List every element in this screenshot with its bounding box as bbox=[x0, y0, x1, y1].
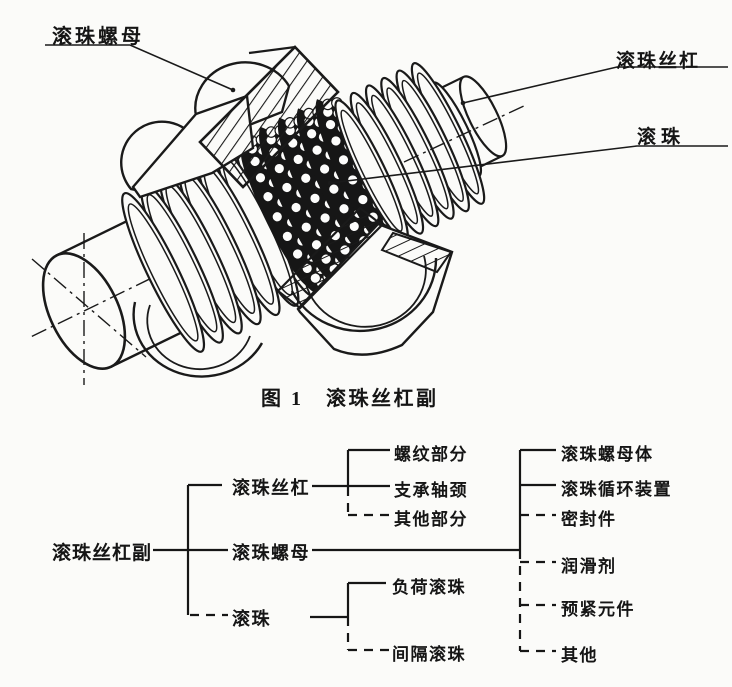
tree-item-other-part: 其他部分 bbox=[394, 510, 468, 529]
hatched-section-bottom-right bbox=[380, 231, 453, 274]
left-flange-bottom-inner-arc bbox=[146, 304, 251, 371]
bottom-flange-outer-arc bbox=[290, 257, 438, 333]
leader-lines bbox=[45, 44, 728, 186]
figure-caption: 图 1 滚珠丝杠副 bbox=[261, 388, 439, 410]
tree-root-label: 滚珠丝杠副 bbox=[52, 543, 153, 564]
thread-rings-right bbox=[334, 62, 486, 243]
axis-centerline-right bbox=[403, 103, 529, 163]
hatched-section-bottom bbox=[276, 206, 384, 310]
tree-item-ball: 滚珠 bbox=[232, 609, 271, 629]
leader-ball-screw bbox=[462, 66, 728, 104]
callout-ball: 滚珠 bbox=[637, 127, 686, 148]
diagonal-centerline bbox=[31, 258, 147, 358]
tree-item-load-ball: 负荷滚珠 bbox=[392, 578, 466, 597]
bottom-flange-inner-arc bbox=[305, 255, 427, 328]
tree-item-circulation-device: 滚珠循环装置 bbox=[561, 480, 672, 499]
leader-ball-nut bbox=[45, 44, 234, 91]
tree-item-preload-element: 预紧元件 bbox=[561, 600, 635, 619]
nut-top-edge bbox=[248, 45, 339, 93]
axis-centerline-left bbox=[31, 244, 220, 338]
tree-item-spacer-ball: 间隔滚珠 bbox=[392, 645, 466, 664]
callout-ball-nut: 滚珠螺母 bbox=[52, 26, 144, 48]
tree-item-support-journal: 支承轴颈 bbox=[394, 481, 468, 500]
tree-item-ball-screw: 滚珠丝杠 bbox=[232, 478, 310, 498]
tree-lines bbox=[153, 448, 556, 653]
tree-item-nut-body: 滚珠螺母体 bbox=[561, 445, 654, 464]
nut-body bbox=[120, 45, 454, 378]
tree-item-lubricant: 润滑剂 bbox=[561, 557, 617, 576]
tree-item-thread-part: 螺纹部分 bbox=[394, 445, 468, 464]
leader-ball bbox=[329, 145, 728, 184]
tree-item-ball-nut: 滚珠螺母 bbox=[232, 543, 310, 563]
callout-ball-screw: 滚珠丝杠 bbox=[616, 51, 701, 72]
left-flange-bottom-outer-arc bbox=[132, 301, 264, 378]
tree-item-other: 其他 bbox=[561, 646, 598, 665]
centerlines bbox=[31, 103, 529, 385]
tree-item-seal: 密封件 bbox=[561, 510, 617, 529]
